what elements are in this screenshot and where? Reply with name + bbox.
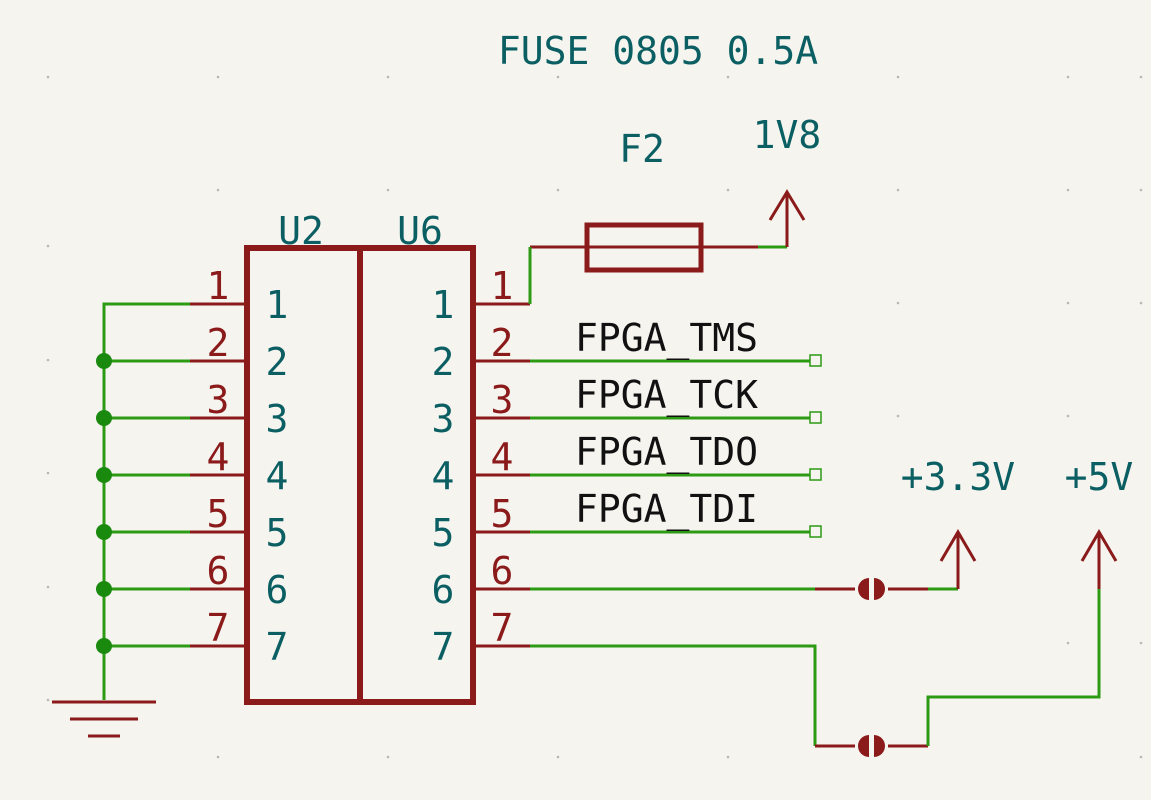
- grid-dots: [46, 75, 1143, 759]
- u6-pin-number: 1: [491, 264, 514, 308]
- u6-pin-numbers-outer: 1 2 3 4 5 6 7: [491, 264, 514, 650]
- u2-body[interactable]: [244, 245, 363, 705]
- u2-pin-number: 5: [207, 492, 230, 536]
- u2-pin-names: 1 2 3 4 5 6 7: [266, 283, 289, 669]
- u6-pin-number: 3: [491, 378, 514, 422]
- fuse-ref-label: F2: [619, 127, 665, 171]
- u2-pin-stubs: [190, 302, 247, 648]
- net-label-fpga-tms[interactable]: FPGA_TMS: [575, 316, 758, 361]
- u6-pin-name: 6: [432, 568, 455, 612]
- u6-pin-number: 5: [491, 492, 514, 536]
- net-label-fpga-tdi[interactable]: FPGA_TDI: [575, 487, 758, 532]
- u6-pin-number: 4: [491, 435, 514, 479]
- u2-pin-number: 6: [207, 549, 230, 593]
- solder-jumper-5v-icon[interactable]: [858, 735, 885, 757]
- u2-pin-number: 1: [207, 264, 230, 308]
- net-terminal-icons: [809, 354, 822, 538]
- u2-pin-name: 3: [266, 397, 289, 441]
- power-arrow-5v-icon[interactable]: [1080, 529, 1118, 589]
- u2-pin-number: 4: [207, 435, 230, 479]
- u2-pin-name: 6: [266, 568, 289, 612]
- u2-pin-number: 2: [207, 321, 230, 365]
- u2-ref-label: U2: [278, 209, 324, 253]
- net-label-fpga-tdo[interactable]: FPGA_TDO: [575, 430, 758, 475]
- u2-pin-number: 7: [207, 606, 230, 650]
- u6-pin-names: 1 2 3 4 5 6 7: [432, 283, 455, 669]
- u6-pin-name: 1: [432, 283, 455, 327]
- u6-pin-number: 7: [491, 606, 514, 650]
- u2-pin-numbers-outer: 1 2 3 4 5 6 7: [207, 264, 230, 650]
- wire-5v-left[interactable]: [530, 644, 817, 746]
- power-1v8-label: 1V8: [753, 113, 822, 157]
- u6-body[interactable]: [357, 245, 476, 705]
- u2-pin-name: 1: [266, 283, 289, 327]
- wire-5v-right[interactable]: [926, 589, 1101, 746]
- u2-pin-name: 7: [266, 625, 289, 669]
- u6-pin-number: 2: [491, 321, 514, 365]
- power-5v-label: +5V: [1065, 455, 1134, 499]
- u6-pin-name: 7: [432, 625, 455, 669]
- junction-dots: [96, 353, 112, 654]
- u2-pin-name: 4: [266, 454, 289, 498]
- fuse-value-label: FUSE 0805 0.5A: [498, 29, 818, 73]
- u6-pin-name: 2: [432, 340, 455, 384]
- u6-pin-stubs: [473, 302, 530, 648]
- u6-ref-label: U6: [397, 209, 443, 253]
- net-label-fpga-tck[interactable]: FPGA_TCK: [575, 373, 758, 418]
- ground-bus-wires[interactable]: [102, 302, 190, 700]
- power-arrow-icon[interactable]: [768, 189, 806, 247]
- u2-pin-name: 2: [266, 340, 289, 384]
- u6-pin-name: 3: [432, 397, 455, 441]
- ground-icon[interactable]: [52, 700, 156, 738]
- u6-pin-number: 6: [491, 549, 514, 593]
- power-arrow-3v3-icon[interactable]: [939, 529, 977, 589]
- power-3v3-label: +3.3V: [901, 455, 1015, 499]
- u6-pin-name: 4: [432, 454, 455, 498]
- u2-pin-name: 5: [266, 511, 289, 555]
- solder-jumper-3v3-icon[interactable]: [858, 578, 885, 600]
- u2-pin-number: 3: [207, 378, 230, 422]
- fuse-symbol[interactable]: [530, 222, 758, 273]
- jtag-wires[interactable]: [530, 359, 810, 534]
- u6-pin-name: 5: [432, 511, 455, 555]
